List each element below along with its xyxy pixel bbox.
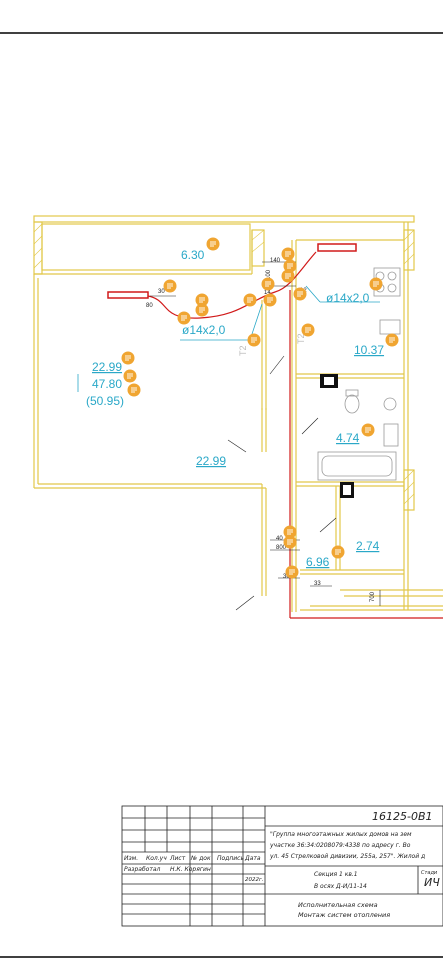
dimension-text: 100 xyxy=(266,269,272,280)
col-data: Дата xyxy=(244,855,261,862)
comment-pin[interactable] xyxy=(285,565,299,579)
comment-pin[interactable] xyxy=(177,311,191,325)
section-2: В осях Д-И/11-14 xyxy=(314,883,367,890)
comment-pin[interactable] xyxy=(263,293,277,307)
comment-pin[interactable] xyxy=(293,287,307,301)
pipe-label-pipe-right: ø14x2,0 xyxy=(326,291,370,305)
col-ndok: № док xyxy=(190,855,211,862)
dimension-text: 30 xyxy=(158,289,165,295)
room-area-living-lower: 22.99 xyxy=(196,454,226,468)
dimension-text: 80 xyxy=(146,303,153,309)
dimension-text: 40 xyxy=(276,536,283,542)
pipe-leaders xyxy=(77,285,380,392)
comment-pin[interactable] xyxy=(369,277,383,291)
room-area-living-total: 47.80 xyxy=(92,377,122,391)
dimension-text: 33 xyxy=(314,581,321,587)
room-area-bathroom: 4.74 xyxy=(336,431,360,445)
pipe-labels: ø14x2,0 ø14x2,0 xyxy=(182,291,370,337)
col-list: Лист xyxy=(169,855,186,862)
comment-pin[interactable] xyxy=(301,323,315,337)
room-area-kitchen: 10.37 xyxy=(354,343,384,357)
comment-pin[interactable] xyxy=(206,237,220,251)
comment-pin[interactable] xyxy=(163,279,177,293)
comment-pin[interactable] xyxy=(385,333,399,347)
comment-pin[interactable] xyxy=(247,333,261,347)
developer-name: Н.К. Корягин xyxy=(170,866,211,873)
comment-pin[interactable] xyxy=(281,269,295,283)
comment-pin[interactable] xyxy=(261,277,275,291)
project-desc-2: участке 36:34:0208079:4338 по адресу г. … xyxy=(269,842,411,849)
riser-tag: T2 xyxy=(296,333,306,344)
project-desc-1: "Группа многоэтажных жилых домов на зем xyxy=(270,831,412,838)
comment-pin[interactable] xyxy=(195,293,209,307)
comment-pin[interactable] xyxy=(243,293,257,307)
room-area-wc: 2.74 xyxy=(356,539,380,553)
comment-pin[interactable] xyxy=(283,535,297,549)
comment-pin[interactable] xyxy=(331,545,345,559)
radiator-kitchen[interactable] xyxy=(317,243,357,252)
comment-pin[interactable] xyxy=(195,303,209,317)
dimension-text: 140 xyxy=(270,258,281,264)
room-area-living-gross: (50.95) xyxy=(86,394,124,408)
comment-pin[interactable] xyxy=(123,369,137,383)
year: 2022г. xyxy=(245,877,264,883)
comment-pin[interactable] xyxy=(361,423,375,437)
dimension-text: 14 xyxy=(264,290,271,296)
room-labels: 6.30 22.99 47.80 (50.95) 22.99 10.37 4.74 2.74 6… xyxy=(86,248,384,569)
risers xyxy=(320,374,354,498)
project-desc-3: ул. 45 Стрелковой дивизии, 255а, 257". Ж… xyxy=(269,853,425,860)
developer-label: Разработал xyxy=(124,866,161,873)
riser-tag: T2 xyxy=(238,345,248,356)
room-area-balcony: 6.30 xyxy=(181,248,205,262)
comment-pin[interactable] xyxy=(281,247,295,261)
drawing-title-2: Монтаж систем отопления xyxy=(298,911,390,919)
stage-label: Стади xyxy=(421,870,438,876)
dimension-text: 800 xyxy=(276,545,287,551)
comment-pin[interactable] xyxy=(283,525,297,539)
col-izm: Изм. xyxy=(124,855,138,862)
col-koluch: Кол.уч xyxy=(146,855,167,862)
room-area-living-main: 22.99 xyxy=(92,360,122,374)
comment-pin[interactable] xyxy=(283,259,297,273)
wall-hatch xyxy=(33,223,415,505)
drawing-title-1: Исполнительная схема xyxy=(298,901,378,909)
col-podpis: Подпись xyxy=(217,855,244,862)
comment-pin[interactable] xyxy=(121,351,135,365)
walls xyxy=(33,215,443,612)
pipe-label-pipe-left: ø14x2,0 xyxy=(182,323,226,337)
section-1: Секция 1 кв.1 xyxy=(314,871,358,878)
stage-value: ИЧ xyxy=(424,876,440,889)
comment-pin[interactable] xyxy=(127,383,141,397)
room-area-hall: 6.96 xyxy=(306,555,330,569)
drawing-code: 16125-0В1 xyxy=(372,810,433,823)
title-block xyxy=(121,805,443,927)
radiator-living[interactable] xyxy=(107,291,149,299)
comment-pins[interactable] xyxy=(121,237,399,579)
dimension-text: 700 xyxy=(370,591,376,602)
dimension-text: 30 xyxy=(283,574,290,580)
title-block-text: 16125-0В1 "Группа многоэтажных жилых дом… xyxy=(124,810,440,919)
